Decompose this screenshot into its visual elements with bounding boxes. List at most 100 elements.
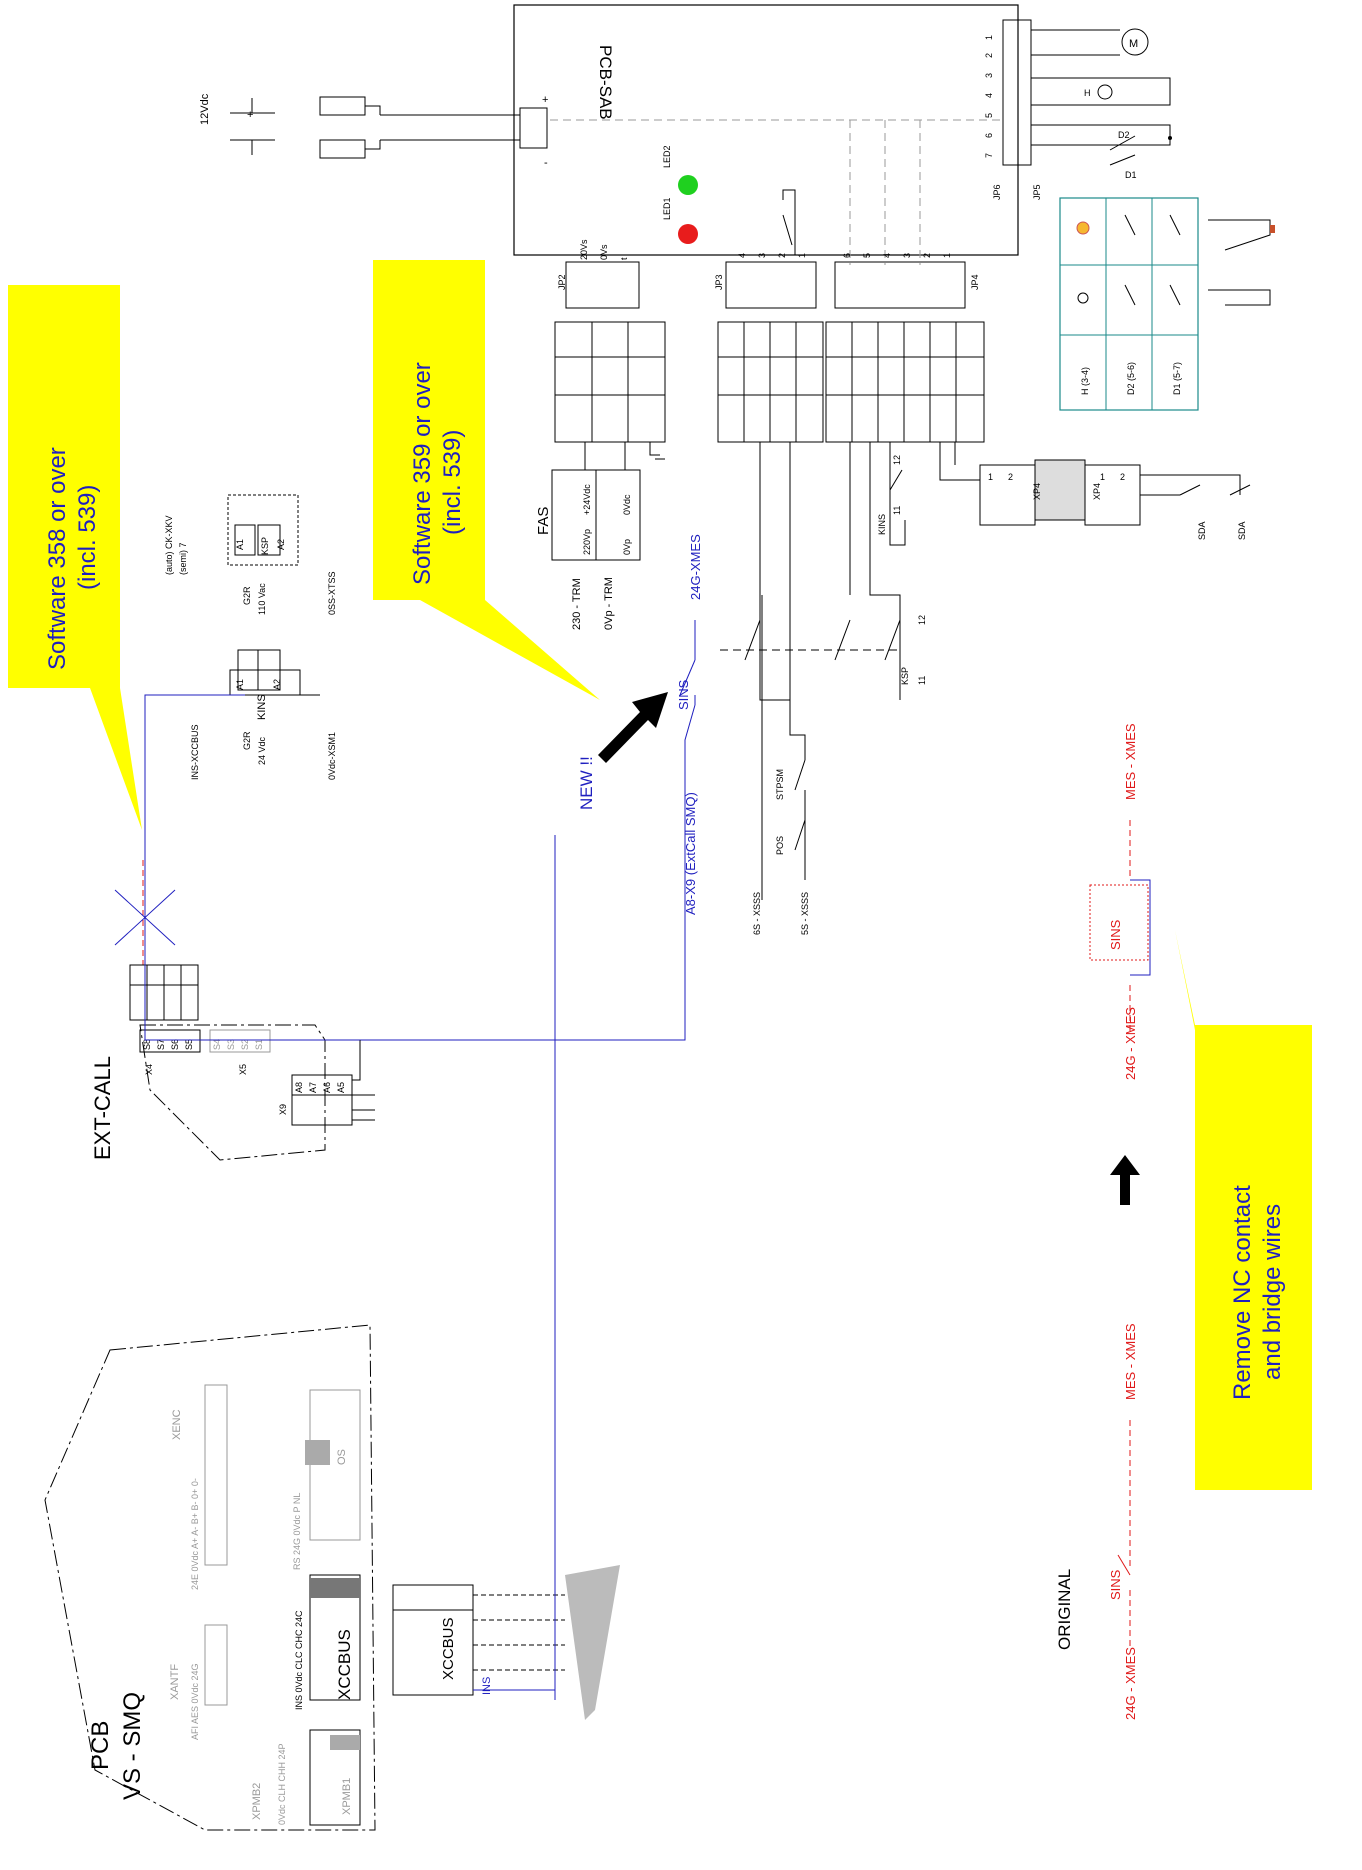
legend-row-d1: D1 (5-7) (1172, 362, 1182, 395)
svg-text:6: 6 (842, 253, 852, 258)
svg-text:24E 0Vdc A+ A- B+ B- 0+ 0: 24E 0Vdc A+ A- B+ B- 0+ 0- (190, 1478, 200, 1590)
svg-text:S5: S5 (184, 1039, 194, 1050)
pcb-vs-smq-board: PCB VS - SMQ XENC 24E 0Vdc A+ A- B+ B- 0… (44, 1040, 620, 1831)
svg-text:Software 358 or over: Software 358 or over (44, 447, 71, 670)
svg-text:SINS: SINS (1108, 1569, 1123, 1600)
svg-text:S7: S7 (156, 1039, 166, 1050)
svg-text:X4: X4 (144, 1064, 154, 1075)
svg-text:S8: S8 (142, 1039, 152, 1050)
svg-text:5S - XSSS: 5S - XSSS (800, 892, 810, 935)
callout-software-359: Software 359 or over (incl. 539) (373, 260, 600, 700)
x9-terminals: A8 A7 A6 A5 (291, 1074, 353, 1126)
svg-text:6: 6 (984, 133, 994, 138)
lamp-off-icon (1077, 292, 1089, 304)
new-label: NEW !! (577, 756, 596, 810)
svg-text:INS 0Vdc CLC CHC 24C: INS 0Vdc CLC CHC 24C (294, 1610, 304, 1710)
ext-call-title: EXT-CALL (90, 1056, 115, 1160)
jp5-pin-numbers: 1 2 3 4 5 6 7 (984, 35, 994, 158)
svg-text:A5: A5 (336, 1082, 346, 1093)
svg-text:1: 1 (942, 253, 952, 258)
svg-text:6S - XSSS: 6S - XSSS (752, 892, 762, 935)
svg-text:XPMB1: XPMB1 (341, 1778, 353, 1815)
lamp-icon (1097, 84, 1113, 100)
svg-text:1: 1 (1100, 472, 1105, 482)
svg-text:G2R: G2R (242, 586, 252, 605)
original-wiring: ORIGINAL 24G - XMES SINS MES - XMES 24G … (1055, 723, 1151, 1720)
sins-24g-xmes: 24G-XMES (688, 534, 703, 600)
svg-text:0Vdc: 0Vdc (622, 494, 632, 515)
svg-text:2: 2 (984, 53, 994, 58)
svg-text:11: 11 (892, 506, 902, 515)
crossed-wire (114, 860, 199, 1021)
svg-text:230 - TRM: 230 - TRM (571, 578, 583, 630)
svg-text:XCCBUS: XCCBUS (440, 1617, 457, 1680)
os-connector: OS RS 24G 0Vdc P NL (292, 1389, 361, 1570)
relay-ksp: A1 A2 KSP G2R 110 Vac (auto) CK-XKV (sem… (164, 494, 337, 615)
svg-text:XPMB2: XPMB2 (251, 1783, 263, 1820)
svg-text:3: 3 (757, 253, 767, 258)
svg-text:XP4: XP4 (1092, 483, 1102, 500)
svg-text:S3: S3 (226, 1039, 236, 1050)
led1-red (678, 224, 698, 244)
svg-text:X5: X5 (238, 1064, 248, 1075)
svg-text:110 Vac: 110 Vac (257, 583, 267, 615)
svg-text:0Vp - TRM: 0Vp - TRM (603, 577, 615, 630)
svg-text:MES - XMES: MES - XMES (1123, 1323, 1138, 1400)
xccbus-connector: XCCBUS INS 0Vdc CLC CHC 24C (294, 1574, 361, 1710)
jp2-connector (565, 261, 640, 309)
svg-text:A8: A8 (294, 1082, 304, 1093)
svg-text:POS: POS (775, 836, 785, 855)
svg-text:3: 3 (984, 73, 994, 78)
svg-text:24G - XMES: 24G - XMES (1123, 1007, 1138, 1080)
sda-1-label: SDA (1197, 521, 1207, 540)
svg-text:3: 3 (902, 253, 912, 258)
arrow-up-icon (1110, 1155, 1140, 1205)
ext-call-board: EXT-CALL X4 X5 X9 S8 S7 S6 S5 S4 S3 S2 S… (90, 830, 556, 1700)
a8-x9-label: A8-X9 (ExtCall SMQ) (683, 792, 698, 915)
pcb-sab-board: PCB-SAB 12Vdc + + - LED2 LED1 JP2 20Vs 0… (199, 4, 1172, 309)
led2-label: LED2 (662, 145, 672, 168)
svg-text:XENC: XENC (171, 1409, 183, 1440)
svg-text:5: 5 (984, 113, 994, 118)
original-title: ORIGINAL (1055, 1569, 1074, 1650)
pcb-sab-title: PCB-SAB (596, 45, 615, 120)
svg-text:Software 359 or over: Software 359 or over (409, 362, 436, 585)
svg-text:KSP: KSP (260, 537, 270, 555)
sda-2-label: SDA (1237, 521, 1247, 540)
svg-text:24G - XMES: 24G - XMES (1123, 1647, 1138, 1720)
jp5-label: JP5 (1032, 184, 1042, 200)
pcb-vs-title: PCB (87, 1721, 114, 1770)
sins-new-switch: 24G-XMES SINS A8-X9 (ExtCall SMQ) NEW !! (360, 534, 703, 1041)
svg-text:XP4: XP4 (1032, 483, 1042, 500)
arrow-icon (598, 692, 668, 763)
svg-text:1: 1 (984, 35, 994, 40)
legend-row-h: H (3-4) (1080, 367, 1090, 395)
svg-text:M: M (1129, 38, 1138, 50)
fas-title: FAS (535, 507, 552, 535)
svg-text:KSP: KSP (900, 667, 910, 685)
lamp-on-icon (1076, 221, 1090, 235)
svg-text:11: 11 (917, 676, 927, 685)
xenc-connector: XENC 24E 0Vdc A+ A- B+ B- 0+ 0- (171, 1384, 228, 1590)
legend-row-d2: D2 (5-6) (1126, 362, 1136, 395)
callout-software-358: Software 358 or over (incl. 539) (8, 285, 142, 830)
svg-text:+24Vdc: +24Vdc (582, 484, 592, 515)
svg-text:A1: A1 (235, 539, 245, 550)
svg-text:4: 4 (737, 253, 747, 258)
svg-text:4: 4 (882, 253, 892, 258)
svg-text:A2: A2 (276, 539, 286, 550)
svg-text:Remove NC contact: Remove NC contact (1229, 1185, 1256, 1400)
svg-text:S4: S4 (212, 1039, 222, 1050)
svg-text:1: 1 (797, 253, 807, 258)
svg-text:(incl. 539): (incl. 539) (439, 430, 466, 535)
sins-label: SINS (676, 679, 691, 710)
svg-text:0SS-XTSS: 0SS-XTSS (327, 571, 337, 615)
minus-sign-board: - (544, 157, 548, 169)
svg-text:0Vdc-XSM1: 0Vdc-XSM1 (327, 732, 337, 780)
fas-power-supply: FAS +24Vdc 0Vdc 220Vp 0Vp 230 - TRM 0Vp … (535, 442, 641, 630)
xpmb-connector: XPMB2 XPMB1 0Vdc CLH CHH 24P (251, 1729, 361, 1826)
svg-text:0Vs: 0Vs (599, 244, 609, 260)
svg-text:0Vp: 0Vp (622, 539, 632, 555)
jp4-connector (834, 261, 966, 309)
